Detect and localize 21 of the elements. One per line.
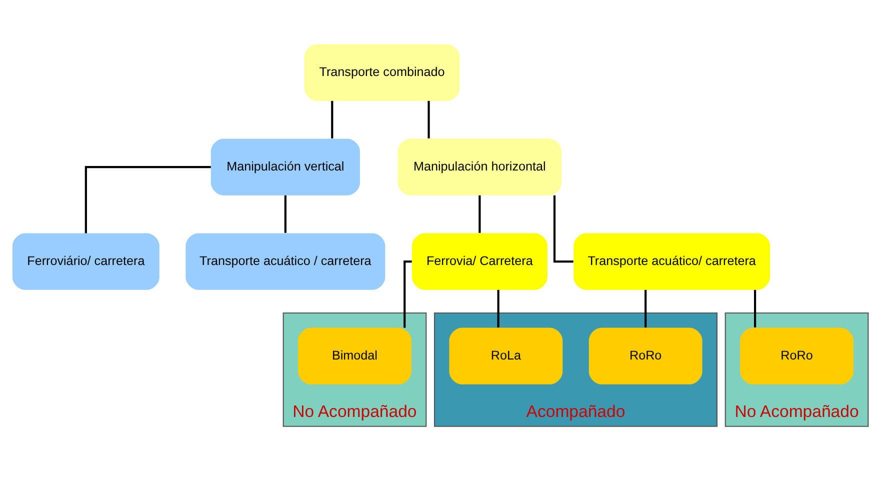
connector <box>428 100 430 138</box>
node-box: RoRo <box>740 328 854 384</box>
connector <box>84 166 211 234</box>
connector <box>497 290 500 328</box>
connector <box>553 195 574 263</box>
node-box: Transporte combinado <box>304 44 460 101</box>
connector <box>644 290 647 328</box>
node-box: Transporte acuático/ carretera <box>574 233 770 290</box>
node-box: RoLa <box>449 328 563 384</box>
connector <box>284 195 286 233</box>
connector <box>404 260 412 328</box>
node-box: Manipulación vertical <box>210 138 360 196</box>
connector <box>331 100 334 138</box>
node-box: Ferrovia/ Carretera <box>412 233 548 290</box>
node-box: Bimodal <box>298 328 412 384</box>
node-box: Manipulación horizontal <box>398 138 562 196</box>
connector <box>754 290 756 328</box>
node-box: Ferroviário/ carretera <box>12 233 160 290</box>
node-box: RoRo <box>588 328 702 384</box>
connector <box>478 195 481 233</box>
node-box: Transporte acuático / carretera <box>186 233 386 290</box>
